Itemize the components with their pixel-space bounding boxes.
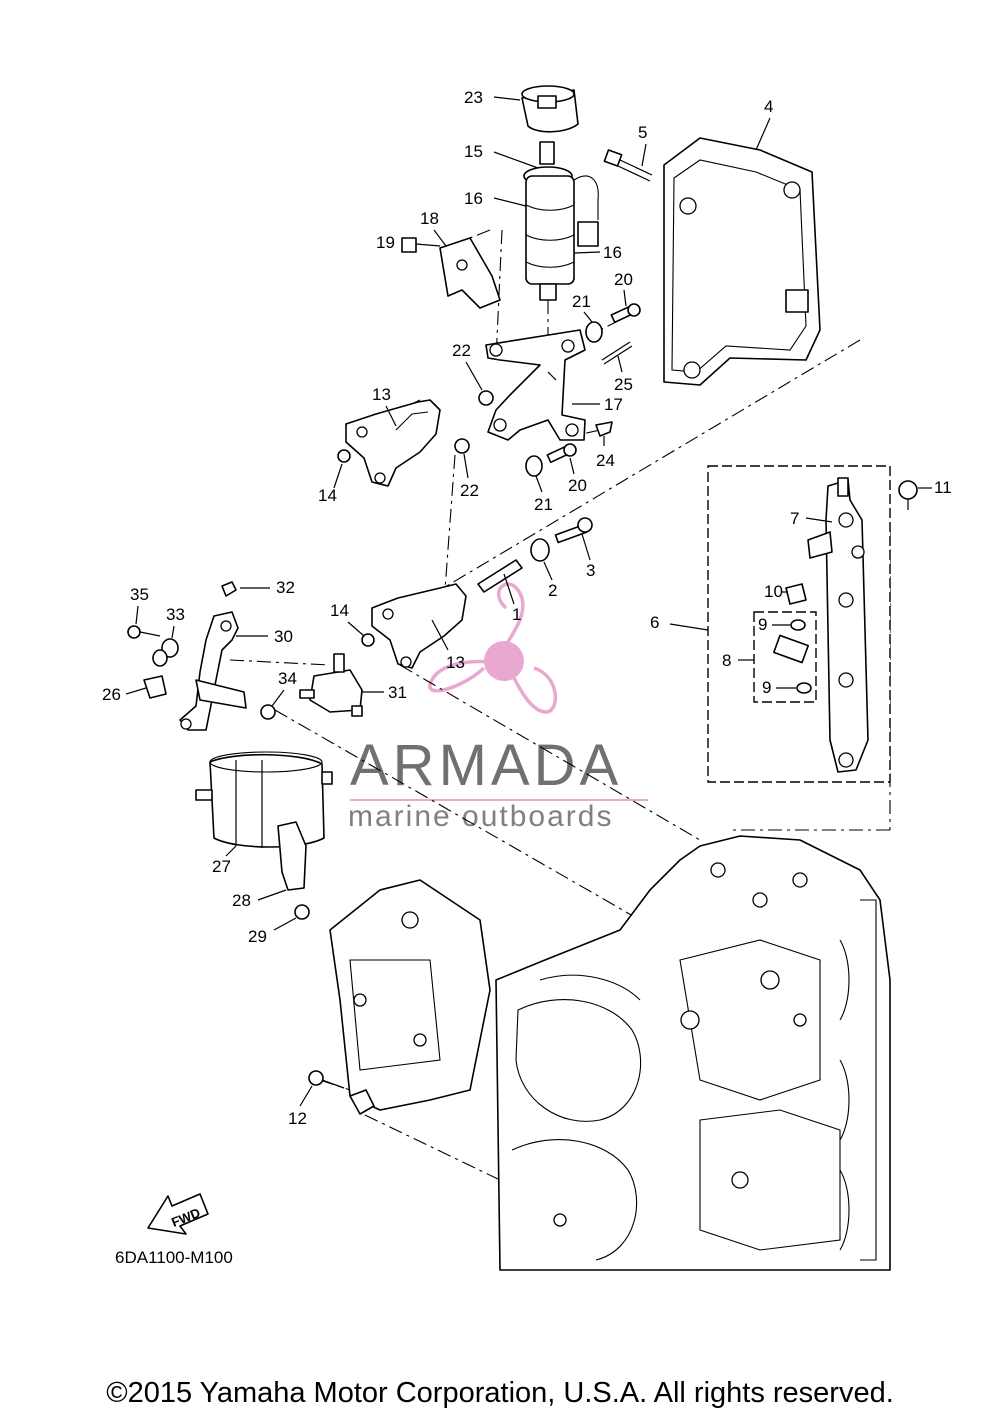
callout-16: 16 <box>464 189 483 208</box>
callout-34: 34 <box>278 669 297 688</box>
fuel-rail-7 <box>807 477 869 773</box>
bracket-30 <box>179 581 247 731</box>
callout-17: 17 <box>604 395 623 414</box>
callout-14: 14 <box>330 601 349 620</box>
callout-26: 26 <box>102 685 121 704</box>
rod-1 <box>477 517 593 593</box>
callout-3: 3 <box>586 561 595 580</box>
engine-block <box>329 835 891 1271</box>
callout-2: 2 <box>548 581 557 600</box>
callout-11: 11 <box>934 478 952 497</box>
callout-12: 12 <box>288 1109 307 1128</box>
callout-32: 32 <box>276 578 295 597</box>
callout-33: 33 <box>166 605 185 624</box>
callout-24: 24 <box>596 451 615 470</box>
callout-5: 5 <box>638 123 647 142</box>
callout-27: 27 <box>212 857 231 876</box>
fwd-arrow: FWD <box>147 1193 209 1235</box>
callout-20: 20 <box>568 476 587 495</box>
bracket-17 <box>485 329 586 441</box>
armada-logo <box>428 582 558 714</box>
callout-21: 21 <box>572 292 591 311</box>
cover-4 <box>663 137 821 386</box>
bracket-18 <box>401 237 501 309</box>
callout-31: 31 <box>388 683 407 702</box>
callout-13: 13 <box>372 385 391 404</box>
fuel-pump <box>523 141 599 301</box>
fasteners-left <box>127 625 276 720</box>
callout-22: 22 <box>460 481 479 500</box>
callout-15: 15 <box>464 142 483 161</box>
callout-13: 13 <box>446 653 465 672</box>
callout-6: 6 <box>650 613 659 632</box>
copyright-notice: ©2015 Yamaha Motor Corporation, U.S.A. A… <box>106 1377 894 1409</box>
callout-28: 28 <box>232 891 251 910</box>
canister-27 <box>195 751 333 848</box>
callout-19: 19 <box>376 233 395 252</box>
callout-23: 23 <box>464 88 483 107</box>
callout-21: 21 <box>534 495 553 514</box>
callout-14: 14 <box>318 486 337 505</box>
bracket-13-lower <box>361 583 467 669</box>
callout-8: 8 <box>722 651 731 670</box>
injector-8 <box>773 583 812 694</box>
diagram-code: 6DA1100-M100 <box>115 1248 233 1267</box>
watermark-name: ARMADA <box>350 733 622 798</box>
callout-18: 18 <box>420 209 439 228</box>
callout-29: 29 <box>248 927 267 946</box>
callout-10: 10 <box>764 582 783 601</box>
bracket-28 <box>277 821 310 920</box>
callout-20: 20 <box>614 270 633 289</box>
callout-16: 16 <box>603 243 622 262</box>
callout-9: 9 <box>758 615 767 634</box>
callout-labels: 23 15 16 16 5 4 18 19 20 21 22 25 17 13 … <box>102 88 952 1128</box>
bolt-5 <box>603 149 653 182</box>
grommets-fasteners <box>454 303 641 477</box>
callout-30: 30 <box>274 627 293 646</box>
callout-7: 7 <box>790 509 799 528</box>
callout-4: 4 <box>764 97 773 116</box>
fuel-pump-cap <box>521 85 579 133</box>
callout-35: 35 <box>130 585 149 604</box>
callout-22: 22 <box>452 341 471 360</box>
valve-31 <box>299 653 363 717</box>
callout-9: 9 <box>762 678 771 697</box>
bolt-12 <box>308 1070 375 1115</box>
callout-25: 25 <box>614 375 633 394</box>
bracket-13-upper <box>337 399 441 487</box>
callout-1: 1 <box>512 605 521 624</box>
bolt-11 <box>898 480 918 510</box>
